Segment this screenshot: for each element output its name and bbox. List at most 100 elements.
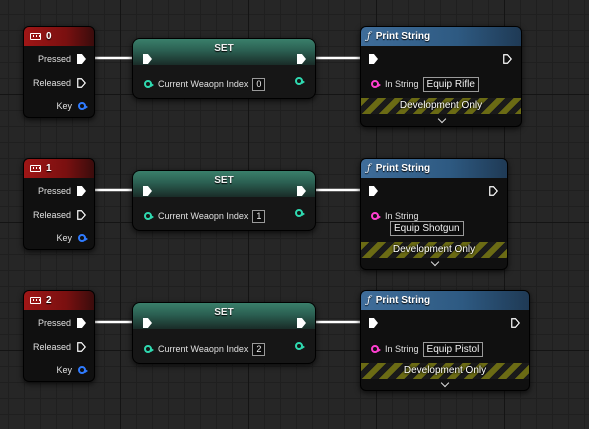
in-string-pin[interactable] xyxy=(371,345,381,353)
pin-label-key: Key xyxy=(56,365,72,375)
function-icon: ƒ xyxy=(367,295,371,306)
key-out-pin[interactable] xyxy=(78,366,88,374)
print-in-string-row: In String xyxy=(371,209,419,223)
print-in-string-row: In String Equip Rifle xyxy=(371,76,479,92)
print-string-node-2[interactable]: ƒ Print String In String Equip Pistol De… xyxy=(360,290,530,391)
key-out-pin[interactable] xyxy=(78,234,88,242)
event-node-header[interactable]: 1 xyxy=(24,159,94,178)
print-node-header[interactable]: ƒ Print String xyxy=(361,159,507,178)
in-string-input[interactable]: Equip Rifle xyxy=(422,76,479,92)
set-exec-out-row xyxy=(297,52,306,66)
pin-label-key: Key xyxy=(56,233,72,243)
key-out-pin[interactable] xyxy=(78,102,88,110)
event-key-label: 0 xyxy=(46,31,52,42)
print-exec-out-pin[interactable] xyxy=(503,54,512,64)
expand-chevron-icon[interactable] xyxy=(430,257,440,267)
set-value-input[interactable]: 0 xyxy=(252,77,266,91)
in-string-pin[interactable] xyxy=(371,212,381,220)
expand-chevron-icon[interactable] xyxy=(440,378,450,388)
print-exec-out-pin[interactable] xyxy=(511,318,520,328)
set-var-label: Current Weaopn Index xyxy=(158,79,249,89)
in-string-label: In String xyxy=(385,211,419,221)
event-node-key-2[interactable]: 2 Pressed Released Key xyxy=(23,290,95,382)
set-value-input[interactable]: 1 xyxy=(252,209,266,223)
in-string-label: In String xyxy=(385,344,419,354)
set-node-title: SET xyxy=(214,175,234,186)
print-string-node-0[interactable]: ƒ Print String In String Equip Rifle Dev… xyxy=(360,26,522,127)
expand-chevron-icon[interactable] xyxy=(437,114,447,124)
set-exec-in-row xyxy=(143,184,152,198)
development-only-bar: Development Only xyxy=(361,363,529,379)
set-var-in-pin[interactable] xyxy=(144,80,154,88)
set-exec-out-pin[interactable] xyxy=(297,54,306,64)
set-value-input[interactable]: 2 xyxy=(252,342,266,356)
exec-out-pin-pressed[interactable] xyxy=(77,186,86,196)
set-var-row: Current Weaopn Index 1 xyxy=(144,209,266,223)
set-node-header xyxy=(133,303,315,329)
set-node-title: SET xyxy=(214,307,234,318)
set-exec-in-pin[interactable] xyxy=(143,54,152,64)
pin-label-key: Key xyxy=(56,101,72,111)
pin-label-pressed: Pressed xyxy=(37,186,71,196)
pin-label-released: Released xyxy=(32,342,71,352)
event-key-label: 2 xyxy=(46,295,52,306)
print-node-header[interactable]: ƒ Print String xyxy=(361,291,529,310)
print-exec-out-pin[interactable] xyxy=(489,186,498,196)
set-var-out-pin[interactable] xyxy=(295,342,305,350)
development-only-bar: Development Only xyxy=(361,98,521,114)
print-node-title: Print String xyxy=(375,295,431,306)
set-var-out-row xyxy=(295,339,305,353)
print-node-header[interactable]: ƒ Print String xyxy=(361,27,521,46)
set-var-row: Current Weaopn Index 2 xyxy=(144,342,266,356)
set-exec-out-pin[interactable] xyxy=(297,186,306,196)
function-icon: ƒ xyxy=(367,31,371,42)
set-var-out-pin[interactable] xyxy=(295,209,305,217)
print-in-string-value-row: Equip Shotgun xyxy=(390,220,464,236)
set-var-row: Current Weaopn Index 0 xyxy=(144,77,266,91)
in-string-input[interactable]: Equip Shotgun xyxy=(390,220,464,236)
in-string-input[interactable]: Equip Pistol xyxy=(422,341,484,357)
pin-row-released: Released xyxy=(33,76,86,90)
in-string-pin[interactable] xyxy=(371,80,381,88)
exec-out-pin-released[interactable] xyxy=(77,78,86,88)
print-exec-in-pin[interactable] xyxy=(369,318,378,328)
pin-row-key: Key xyxy=(56,231,88,245)
print-exec-in-pin[interactable] xyxy=(369,186,378,196)
pin-row-pressed: Pressed xyxy=(38,52,86,66)
pin-label-pressed: Pressed xyxy=(37,318,71,328)
event-node-key-0[interactable]: 0 Pressed Released Key xyxy=(23,26,95,118)
print-in-string-row: In String Equip Pistol xyxy=(371,341,484,357)
event-node-header[interactable]: 2 xyxy=(24,291,94,310)
set-node-2[interactable]: SET Current Weaopn Index 2 xyxy=(132,302,316,364)
set-var-in-pin[interactable] xyxy=(144,212,154,220)
exec-out-pin-pressed[interactable] xyxy=(77,54,86,64)
set-exec-out-pin[interactable] xyxy=(297,318,306,328)
event-node-key-1[interactable]: 1 Pressed Released Key xyxy=(23,158,95,250)
pin-row-released: Released xyxy=(33,340,86,354)
set-var-label: Current Weaopn Index xyxy=(158,211,249,221)
set-node-0[interactable]: SET Current Weaopn Index 0 xyxy=(132,38,316,99)
exec-out-pin-released[interactable] xyxy=(77,342,86,352)
set-var-out-row xyxy=(295,74,305,88)
set-exec-in-pin[interactable] xyxy=(143,318,152,328)
pin-row-pressed: Pressed xyxy=(38,316,86,330)
print-exec-in-pin[interactable] xyxy=(369,54,378,64)
set-var-in-pin[interactable] xyxy=(144,345,154,353)
set-exec-in-pin[interactable] xyxy=(143,186,152,196)
event-node-header[interactable]: 0 xyxy=(24,27,94,46)
print-exec-out-row xyxy=(489,184,498,198)
keyboard-icon xyxy=(30,33,41,40)
set-node-header xyxy=(133,171,315,197)
set-node-1[interactable]: SET Current Weaopn Index 1 xyxy=(132,170,316,231)
set-exec-out-row xyxy=(297,184,306,198)
pin-row-key: Key xyxy=(56,363,88,377)
print-node-title: Print String xyxy=(375,163,431,174)
print-string-node-1[interactable]: ƒ Print String In String Equip Shotgun D… xyxy=(360,158,508,270)
exec-out-pin-released[interactable] xyxy=(77,210,86,220)
print-exec-out-row xyxy=(503,52,512,66)
exec-out-pin-pressed[interactable] xyxy=(77,318,86,328)
pin-label-released: Released xyxy=(32,210,71,220)
set-exec-out-row xyxy=(297,316,306,330)
set-var-out-pin[interactable] xyxy=(295,77,305,85)
